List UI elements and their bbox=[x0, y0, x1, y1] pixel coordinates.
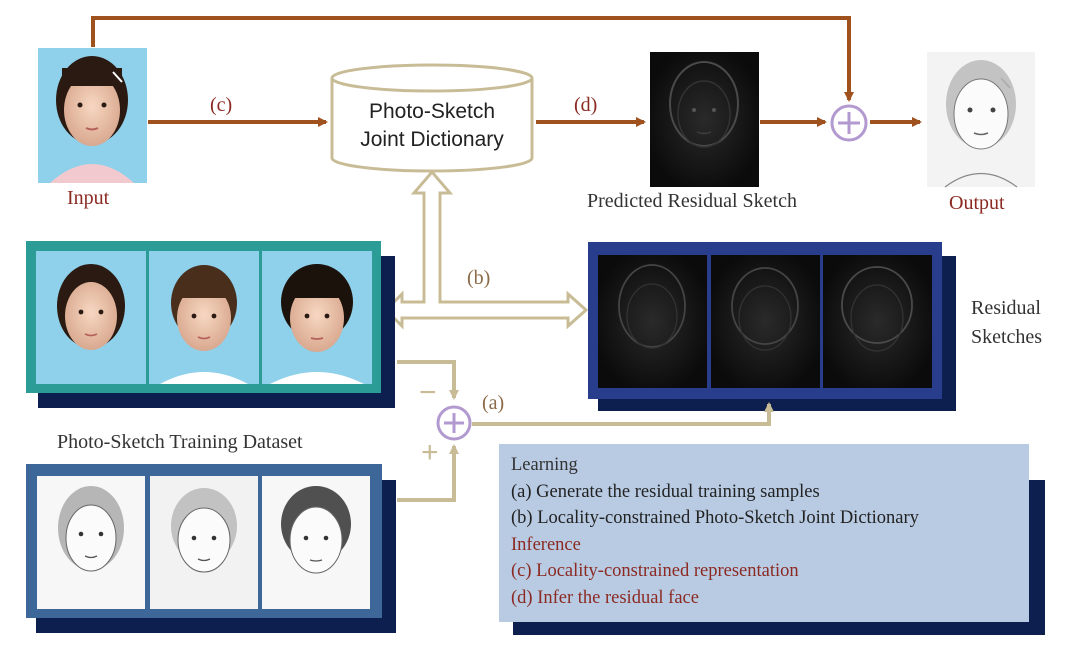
residual-sketches-label-line1: Residual bbox=[971, 297, 1041, 319]
hollow-arrow-b bbox=[383, 169, 589, 330]
output-label: Output bbox=[949, 192, 1005, 214]
input-label: Input bbox=[67, 187, 110, 209]
bypass-arrow bbox=[91, 16, 854, 102]
output-adder bbox=[830, 104, 868, 142]
predicted-residual-image bbox=[650, 52, 759, 187]
training-photo-2 bbox=[149, 251, 259, 384]
learning-item-a: (a) Generate the residual training sampl… bbox=[511, 481, 820, 502]
training-dataset-label: Photo-Sketch Training Dataset bbox=[57, 431, 303, 453]
training-sketch-2 bbox=[150, 476, 258, 609]
learning-title: Learning bbox=[511, 455, 578, 475]
arrow-a-to-residuals bbox=[472, 402, 774, 426]
arrow-photos-to-adder bbox=[397, 360, 459, 400]
residual-sketch-3 bbox=[823, 255, 932, 388]
step-b-label: (b) bbox=[467, 267, 491, 289]
predicted-residual-label: Predicted Residual Sketch bbox=[587, 190, 797, 212]
inference-item-d: (d) Infer the residual face bbox=[511, 587, 699, 608]
training-sketch-1 bbox=[37, 476, 145, 609]
training-sketch-3 bbox=[262, 476, 370, 609]
training-photo-1 bbox=[36, 251, 146, 384]
residual-sketches-label-line2: Sketches bbox=[971, 326, 1043, 348]
output-sketch bbox=[927, 52, 1035, 188]
step-d-label: (d) bbox=[574, 94, 598, 116]
plus-sign: + bbox=[421, 436, 439, 469]
training-sketches-panel bbox=[26, 464, 396, 633]
residual-sketch-2 bbox=[711, 255, 820, 388]
arrow-sketches-to-adder bbox=[397, 444, 459, 502]
training-photo-3 bbox=[262, 251, 372, 384]
inference-item-c: (c) Locality-constrained representation bbox=[511, 561, 799, 581]
legend-box: Learning (a) Generate the residual train… bbox=[499, 444, 1029, 622]
step-a-label: (a) bbox=[482, 392, 505, 414]
training-photos-panel bbox=[26, 241, 395, 408]
residual-sketch-1 bbox=[598, 255, 707, 388]
minus-sign: − bbox=[419, 376, 437, 409]
dictionary-database bbox=[330, 63, 534, 173]
inference-title: Inference bbox=[511, 534, 581, 555]
dictionary-label: Photo-Sketch Joint Dictionary bbox=[332, 98, 532, 154]
step-c-label: (c) bbox=[210, 94, 233, 116]
learning-item-b: (b) Locality-constrained Photo-Sketch Jo… bbox=[511, 508, 919, 528]
training-adder bbox=[436, 405, 472, 441]
dictionary-label-line1: Photo-Sketch bbox=[368, 100, 496, 123]
input-photo bbox=[38, 48, 147, 183]
residual-sketches-panel bbox=[588, 242, 956, 411]
dictionary-label-line2: Joint Dictionary bbox=[360, 128, 504, 151]
